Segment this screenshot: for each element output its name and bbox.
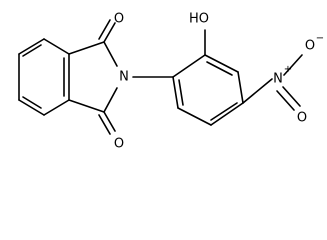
nitro-nitrogen-charge: +: [284, 64, 292, 75]
nitro-oxygen-right-label: O: [305, 39, 315, 54]
nitro-group-bonds: [242, 54, 303, 111]
nitro-oxygen-bottom-label: O: [297, 111, 307, 126]
chemical-structure: O O N HO N + O − O: [18, 12, 324, 152]
carbonyl-oxygen-top-label: O: [114, 12, 124, 27]
phthalimide-benzene-ring: [18, 38, 70, 116]
nitro-nitrogen-label: N: [273, 72, 283, 87]
imide-ring: [68, 41, 118, 113]
phenol-ring: [172, 54, 244, 126]
carbonyl-oxygen-bottom-label: O: [114, 137, 124, 152]
carbonyl-bonds: [98, 19, 116, 135]
imide-nitrogen-label: N: [119, 70, 129, 85]
hydroxyl-label: HO: [189, 12, 209, 27]
nitro-oxygen-right-charge: −: [316, 33, 324, 44]
